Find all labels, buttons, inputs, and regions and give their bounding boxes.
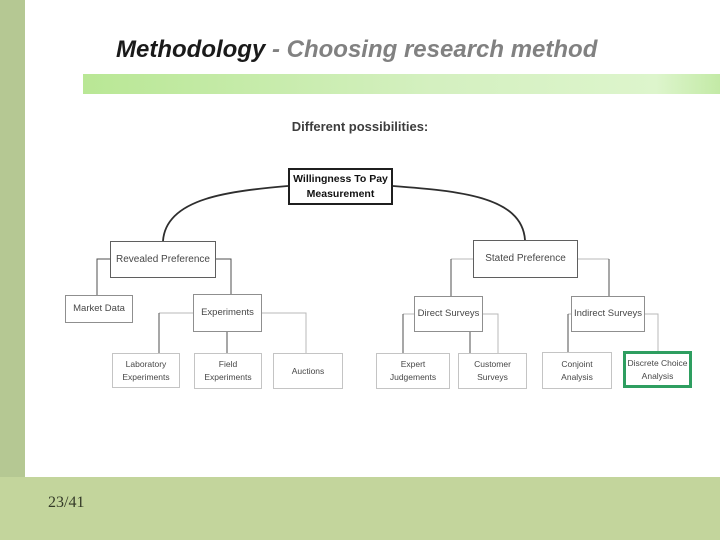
page-number: 23/41 xyxy=(48,494,85,511)
title-primary: Methodology xyxy=(116,36,266,63)
node-customer-surveys: Customer Surveys xyxy=(458,353,527,389)
node-indirect-surveys: Indirect Surveys xyxy=(571,296,645,332)
left-edge-bar xyxy=(0,0,25,477)
node-auctions: Auctions xyxy=(273,353,343,389)
title-secondary: - Choosing research method xyxy=(271,36,598,63)
title-accent-bar xyxy=(83,74,720,94)
node-willingness-to-pay-measurement: Willingness To Pay Measurement xyxy=(288,168,393,205)
node-direct-surveys: Direct Surveys xyxy=(414,296,483,332)
node-conjoint-analysis: Conjoint Analysis xyxy=(542,352,612,389)
node-market-data: Market Data xyxy=(65,295,133,323)
bottom-band xyxy=(0,477,720,540)
node-revealed-preference: Revealed Preference xyxy=(110,241,216,278)
node-experiments: Experiments xyxy=(193,294,262,332)
slide-title: Methodology - Choosing research method xyxy=(116,36,597,64)
node-stated-preference: Stated Preference xyxy=(473,240,578,278)
node-discrete-choice-analysis: Discrete Choice Analysis xyxy=(623,351,692,388)
node-expert-judgements: Expert Judgements xyxy=(376,353,450,389)
slide-subtitle: Different possibilities: xyxy=(291,119,429,134)
node-laboratory-experiments: Laboratory Experiments xyxy=(112,353,180,388)
node-field-experiments: Field Experiments xyxy=(194,353,262,389)
